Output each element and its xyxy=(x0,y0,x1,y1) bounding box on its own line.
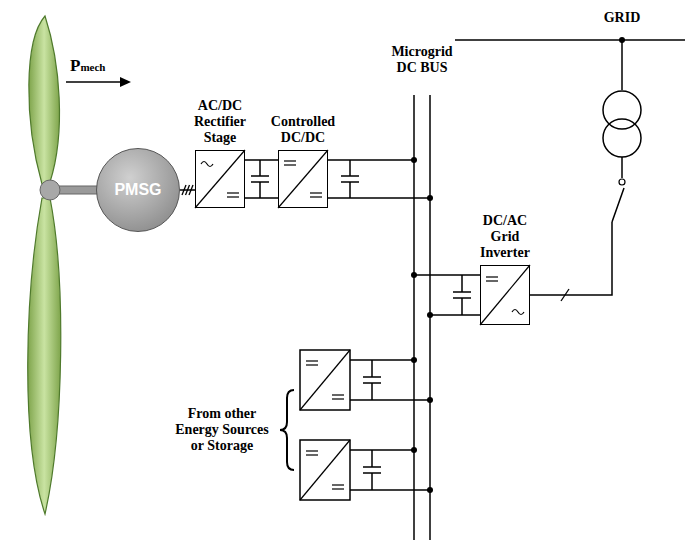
capacitor-symbol xyxy=(251,160,471,490)
caption-label: Microgrid DC BUS xyxy=(381,44,463,76)
caption-label: GRID xyxy=(592,10,652,26)
rotor-blade xyxy=(28,198,61,514)
generator-circle: PMSG xyxy=(96,148,180,232)
converter-box: DC/AC Grid Inverter xyxy=(480,265,530,325)
junction-dot xyxy=(411,37,625,493)
converter-box: Controlled DC/DC xyxy=(278,150,328,208)
caption-label: From other Energy Sources or Storage xyxy=(168,406,276,454)
dc-wiring xyxy=(328,95,480,540)
block-heading: AC/DC Rectifier Stage xyxy=(184,98,256,146)
rotor-hub xyxy=(40,180,60,200)
block-heading: Controlled DC/DC xyxy=(261,114,345,146)
grid-connection xyxy=(455,40,685,301)
wire-connector xyxy=(180,189,195,191)
brace xyxy=(280,390,294,470)
storage-converter xyxy=(300,350,350,500)
converter-box: AC/DC Rectifier Stage xyxy=(195,150,245,208)
wind-turbine xyxy=(28,16,98,514)
node-text: PMSG xyxy=(114,181,161,199)
wire-connector xyxy=(245,160,278,198)
shaft xyxy=(56,186,98,194)
block-heading: DC/AC Grid Inverter xyxy=(472,213,538,261)
rotor-blade xyxy=(29,16,60,184)
converter-symbols xyxy=(195,150,530,325)
power-label: Pmech xyxy=(70,58,130,75)
power-arrow xyxy=(66,77,131,87)
